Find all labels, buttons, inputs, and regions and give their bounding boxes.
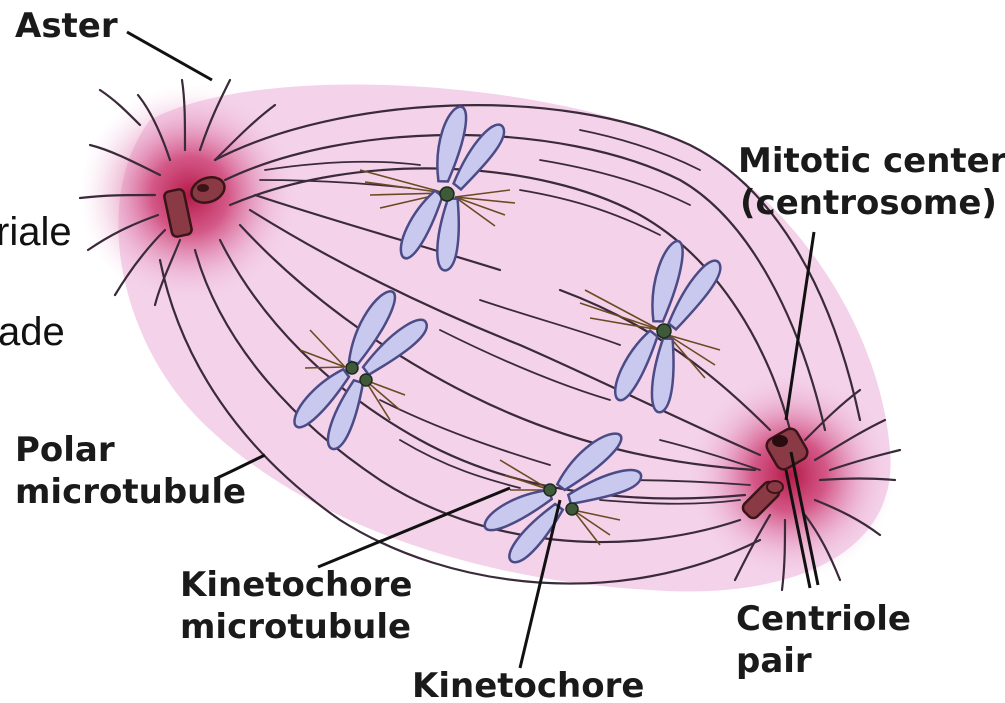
label-polar-line2: microtubule	[15, 472, 246, 512]
label-kinetochore-mt-line1: Kinetochore	[180, 565, 412, 605]
text-fragment-ade: ade	[0, 310, 65, 354]
kinetochore-dot-3	[346, 362, 358, 374]
label-centriole-line1: Centriole	[736, 599, 911, 639]
label-centriole-line2: pair	[736, 641, 812, 681]
kinetochore-dot-3b	[360, 374, 372, 386]
kinetochore-dot-4	[544, 484, 556, 496]
kinetochore-dot-4b	[566, 503, 578, 515]
kinetochore-dot-2	[657, 324, 671, 338]
leader-aster	[127, 32, 212, 80]
label-mitotic-center-line1: Mitotic center	[738, 141, 1005, 181]
label-kinetochore: Kinetochore	[412, 666, 644, 703]
label-mitotic-center-line2: (centrosome)	[740, 183, 997, 223]
label-polar-line1: Polar	[15, 430, 115, 470]
text-fragment-riale: riale	[0, 210, 72, 254]
kinetochore-dot-1	[440, 187, 454, 201]
label-kinetochore-mt-line2: microtubule	[180, 607, 411, 647]
label-aster: Aster	[15, 6, 118, 46]
